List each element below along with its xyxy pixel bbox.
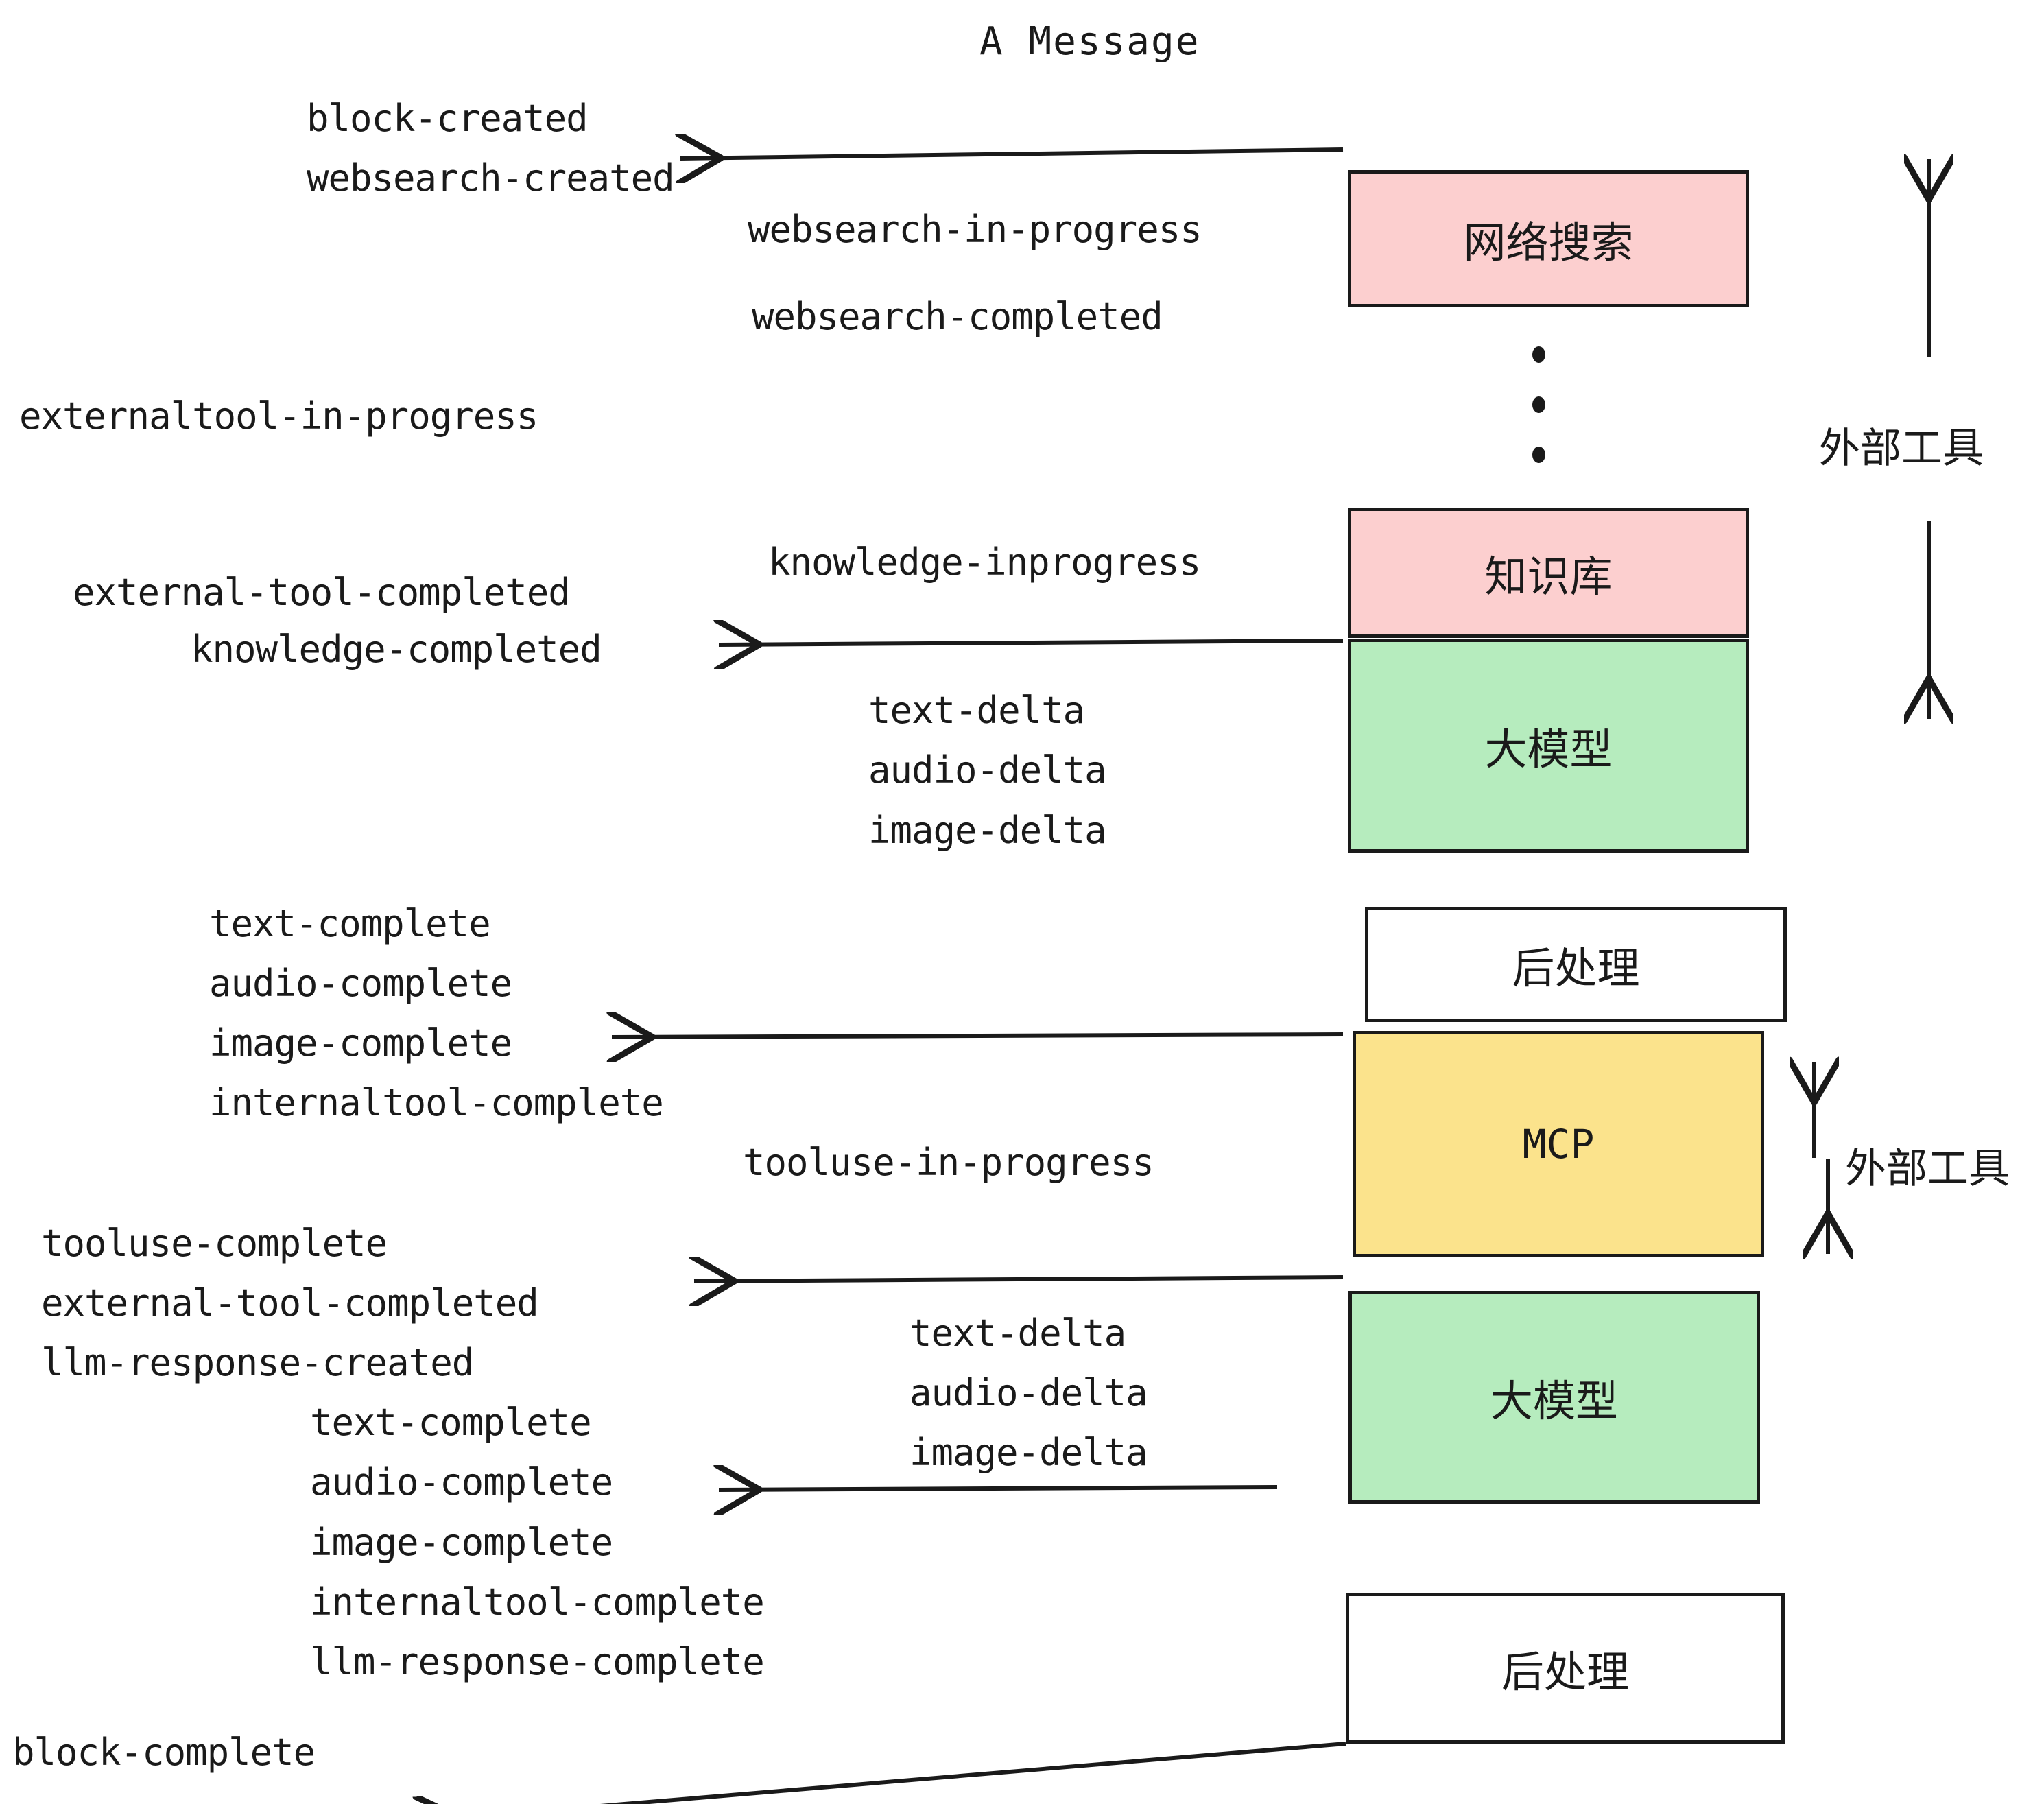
- node-llm-1-label: 大模型: [1484, 724, 1613, 774]
- event-llm-response-complete: llm-response-complete: [310, 1640, 765, 1683]
- event-audio-complete-1: audio-complete: [209, 962, 512, 1005]
- arrow-tooluse-complete: [694, 1277, 1344, 1281]
- event-audio-delta-2: audio-delta: [910, 1371, 1148, 1414]
- external-tools-label-top: 外部工具: [1819, 425, 1984, 473]
- event-knowledge-inprogress: knowledge-inprogress: [768, 541, 1201, 584]
- arrow-image-complete: [612, 1034, 1344, 1037]
- node-mcp-label: MCP: [1522, 1121, 1595, 1167]
- node-llm-2[interactable]: 大模型: [1348, 1291, 1760, 1504]
- node-websearch[interactable]: 网络搜索: [1348, 170, 1749, 307]
- event-externaltool-in-progress: externaltool-in-progress: [19, 394, 538, 438]
- event-websearch-in-progress: websearch-in-progress: [748, 208, 1202, 251]
- event-internaltool-complete-2: internaltool-complete: [310, 1580, 765, 1624]
- event-audio-complete-2: audio-complete: [310, 1460, 613, 1504]
- event-text-delta-2: text-delta: [910, 1312, 1126, 1355]
- diagram-title: A Message: [979, 19, 1200, 64]
- event-text-complete-1: text-complete: [209, 902, 491, 945]
- node-postprocess-2-label: 后处理: [1501, 1647, 1629, 1697]
- event-image-delta-2: image-delta: [910, 1431, 1148, 1474]
- node-llm-1[interactable]: 大模型: [1348, 639, 1749, 853]
- arrow-block-complete: [420, 1742, 1346, 1804]
- event-text-delta-1: text-delta: [868, 689, 1085, 732]
- event-image-complete-1: image-complete: [209, 1021, 512, 1065]
- event-image-delta-1: image-delta: [868, 809, 1107, 852]
- node-knowledge-label: 知识库: [1484, 551, 1613, 602]
- event-llm-response-created: llm-response-created: [41, 1341, 474, 1384]
- node-postprocess-1[interactable]: 后处理: [1365, 907, 1787, 1022]
- event-image-complete-2: image-complete: [310, 1521, 613, 1564]
- node-mcp[interactable]: MCP: [1353, 1031, 1764, 1257]
- node-postprocess-1-label: 后处理: [1512, 943, 1640, 993]
- event-audio-delta-1: audio-delta: [868, 748, 1107, 792]
- vertical-ellipsis-icon: [1532, 346, 1545, 463]
- node-websearch-label: 网络搜索: [1463, 217, 1634, 268]
- event-block-created: block-created: [307, 97, 589, 140]
- node-llm-2-label: 大模型: [1490, 1376, 1618, 1426]
- node-knowledge[interactable]: 知识库: [1348, 508, 1749, 638]
- event-external-tool-completed-1: external-tool-completed: [73, 571, 571, 614]
- event-tooluse-complete: tooluse-complete: [41, 1222, 388, 1265]
- event-tooluse-in-progress: tooluse-in-progress: [743, 1141, 1154, 1184]
- arrow-audio-complete: [719, 1487, 1278, 1490]
- event-external-tool-completed-2: external-tool-completed: [41, 1281, 539, 1325]
- event-block-complete: block-complete: [12, 1731, 316, 1774]
- external-tools-label-bottom: 外部工具: [1845, 1145, 2010, 1193]
- node-postprocess-2[interactable]: 后处理: [1346, 1593, 1785, 1744]
- event-knowledge-completed: knowledge-completed: [191, 628, 602, 671]
- arrow-knowledge-completed: [719, 641, 1344, 645]
- arrow-websearch-created: [680, 150, 1344, 158]
- event-text-complete-2: text-complete: [310, 1401, 592, 1444]
- event-websearch-created: websearch-created: [307, 156, 675, 200]
- event-websearch-completed: websearch-completed: [752, 295, 1163, 338]
- event-internaltool-complete-1: internaltool-complete: [209, 1081, 664, 1124]
